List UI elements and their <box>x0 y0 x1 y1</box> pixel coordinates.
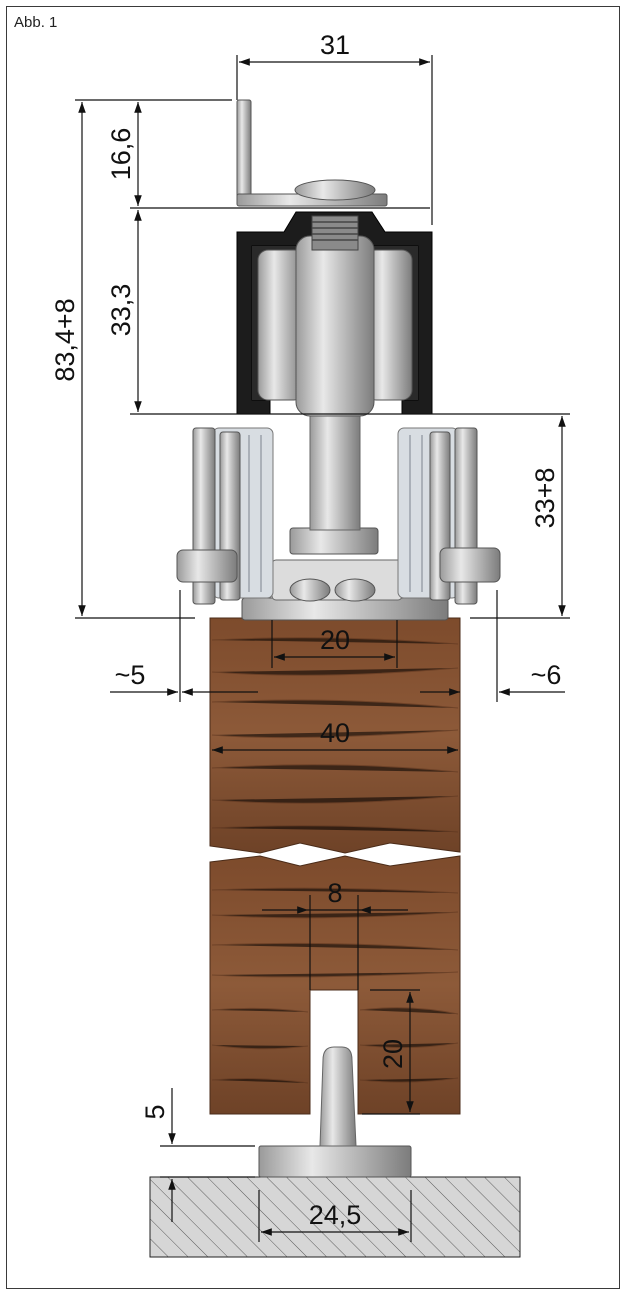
label-door-thickness: 40 <box>320 718 350 748</box>
label-rail-width: 31 <box>320 30 350 60</box>
label-groove-depth: 20 <box>378 1039 408 1069</box>
label-plate-width: 20 <box>320 625 350 655</box>
dimension-lines <box>75 55 570 1242</box>
floor-guide-base <box>258 1145 412 1178</box>
label-guide-width: 24,5 <box>309 1200 362 1230</box>
door-lower-grain <box>211 887 459 1084</box>
label-total-height: 83,4+8 <box>50 298 80 381</box>
bracket-vertical <box>236 99 252 201</box>
label-rail-height: 33,3 <box>106 284 136 337</box>
trolley-body <box>295 235 375 417</box>
screw-head-left <box>289 578 331 602</box>
door-upper-grain <box>211 637 459 833</box>
central-stem <box>309 409 361 531</box>
axle-bolt-left <box>176 549 238 583</box>
label-carriage-height: 33+8 <box>530 468 560 529</box>
label-bracket-height: 16,6 <box>106 128 136 181</box>
bracket-washer <box>294 179 376 201</box>
door-lower <box>209 855 461 1115</box>
screw-head-right <box>334 578 376 602</box>
axle-bolt-right <box>439 547 501 583</box>
threaded-bolt <box>311 215 359 251</box>
floor-guide-fin <box>319 1046 357 1147</box>
floor-section <box>149 1046 521 1258</box>
bolt-threads <box>312 221 358 241</box>
label-left-offset: ~5 <box>115 660 146 690</box>
mounting-plate <box>241 597 449 621</box>
dimension-labels: 31 83,4+8 16,6 33,3 33+8 20 ~5 ~6 40 8 2… <box>50 30 561 1230</box>
rail-assembly <box>236 211 433 417</box>
door-lower-panel <box>209 855 461 1115</box>
label-floor-gap: 5 <box>140 1104 170 1119</box>
carriage-assembly <box>176 409 501 621</box>
mounting-bracket <box>236 99 388 207</box>
figure-label: Abb. 1 <box>14 14 58 31</box>
label-right-offset: ~6 <box>531 660 562 690</box>
label-groove-width: 8 <box>327 878 342 908</box>
central-nut <box>289 527 379 555</box>
door-upper <box>209 617 461 854</box>
